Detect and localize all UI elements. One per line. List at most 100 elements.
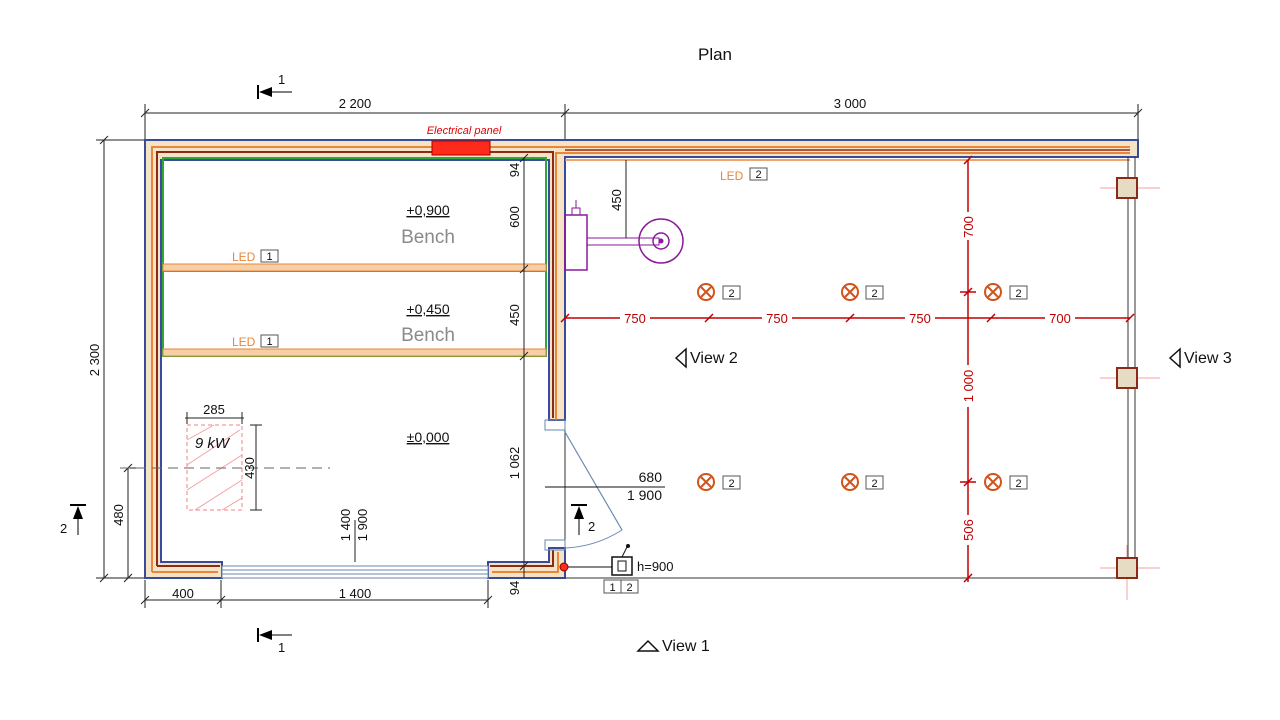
electrical-panel bbox=[431, 140, 491, 156]
bench-upper-label: Bench bbox=[401, 227, 455, 248]
switch-height: h=900 bbox=[637, 559, 674, 574]
bench-lower-label: Bench bbox=[401, 325, 455, 346]
door-height: 1 900 bbox=[627, 487, 662, 503]
dim-red-700-h: 700 bbox=[1049, 311, 1071, 326]
section-marker-1-top bbox=[257, 85, 292, 99]
light-tag-num: 2 bbox=[871, 288, 877, 300]
led-label-lower: LED bbox=[232, 335, 256, 349]
dim-left-480: 480 bbox=[111, 504, 126, 526]
dim-left-total: 2 300 bbox=[87, 344, 102, 377]
red-label-bg-5 bbox=[960, 212, 976, 240]
dim-450: 450 bbox=[507, 304, 522, 326]
light-tag-num: 2 bbox=[871, 478, 877, 490]
ceiling-light bbox=[697, 473, 741, 491]
left-dimension-line bbox=[96, 135, 150, 583]
led-tag-upper-num: 1 bbox=[266, 251, 272, 263]
led-tag-lower bbox=[260, 334, 279, 348]
section-1-bottom-label: 1 bbox=[278, 640, 285, 655]
light-tag-num: 2 bbox=[728, 288, 734, 300]
dim-94-bottom: 94 bbox=[507, 581, 522, 595]
view-2-label: View 2 bbox=[690, 350, 738, 367]
led-tag-terrace-num: 2 bbox=[755, 169, 761, 181]
dim-red-750-b: 750 bbox=[766, 311, 788, 326]
red-label-bg-4 bbox=[1045, 310, 1075, 326]
dim-heater-430: 430 bbox=[242, 457, 257, 479]
led-tag-terrace bbox=[749, 167, 768, 181]
dim-heater-285: 285 bbox=[203, 402, 225, 417]
dim-bottom-1400: 1 400 bbox=[339, 586, 372, 601]
dim-red-506: 506 bbox=[961, 519, 976, 541]
level-middle: +0,450 bbox=[406, 301, 449, 317]
switch-tag-2-num: 2 bbox=[626, 582, 632, 594]
view-1-label: View 1 bbox=[662, 638, 710, 655]
dim-red-1000: 1 000 bbox=[961, 370, 976, 403]
switch-tag-2 bbox=[620, 579, 639, 594]
led-label-terrace: LED bbox=[720, 169, 744, 183]
dim-600: 600 bbox=[507, 206, 522, 228]
dim-top-left: 2 200 bbox=[339, 96, 372, 111]
led-tag-lower-num: 1 bbox=[266, 336, 272, 348]
ceiling-light bbox=[841, 473, 884, 491]
heater-power: 9 kW bbox=[195, 435, 231, 452]
switch-tag-1-num: 1 bbox=[609, 582, 615, 594]
bench-lower bbox=[162, 270, 547, 357]
red-label-bg-3 bbox=[905, 310, 935, 326]
red-label-bg-1 bbox=[620, 310, 650, 326]
view-2-marker bbox=[674, 347, 687, 369]
ceiling-light bbox=[697, 283, 741, 301]
bottom-dimension-line bbox=[140, 580, 493, 608]
section-1-top-label: 1 bbox=[278, 72, 285, 87]
terrace-post bbox=[1100, 367, 1160, 389]
door bbox=[544, 419, 665, 551]
terrace-post bbox=[1100, 545, 1160, 600]
ceiling-light bbox=[841, 283, 884, 301]
section-marker-1-bottom bbox=[257, 628, 292, 642]
light-tag-num: 2 bbox=[1015, 288, 1021, 300]
dim-94-top: 94 bbox=[507, 163, 522, 177]
plan-title: Plan bbox=[698, 45, 732, 64]
led-strip-1-upper bbox=[162, 263, 547, 272]
interior-vertical-dims bbox=[519, 153, 529, 578]
dim-window-1900: 1 900 bbox=[355, 509, 370, 542]
bench-upper bbox=[162, 157, 547, 270]
level-upper: +0,900 bbox=[406, 202, 449, 218]
heater bbox=[120, 424, 330, 511]
light-switch bbox=[559, 544, 633, 576]
view-3-label: View 3 bbox=[1184, 350, 1232, 367]
heater-dims bbox=[185, 412, 262, 511]
red-label-bg-7 bbox=[960, 515, 976, 545]
led-strip-1-lower bbox=[162, 348, 547, 357]
section-marker-2-left bbox=[70, 504, 86, 535]
section-2-left-label: 2 bbox=[60, 521, 67, 536]
dim-shower-450: 450 bbox=[609, 189, 624, 211]
dim-red-700-v: 700 bbox=[961, 216, 976, 238]
light-tag-num: 2 bbox=[728, 478, 734, 490]
sauna-walls bbox=[144, 139, 1139, 579]
dim-red-750-a: 750 bbox=[624, 311, 646, 326]
terrace-post bbox=[1100, 177, 1160, 199]
dim-1062: 1 062 bbox=[507, 447, 522, 480]
level-floor: ±0,000 bbox=[407, 429, 450, 445]
top-dimension-line bbox=[140, 104, 1143, 140]
shower bbox=[564, 160, 684, 271]
view-3-marker bbox=[1168, 347, 1181, 369]
red-label-bg-6 bbox=[960, 365, 976, 407]
light-tag-num: 2 bbox=[1015, 478, 1021, 490]
section-marker-2-center bbox=[571, 504, 587, 535]
led-label-upper: LED bbox=[232, 250, 256, 264]
ceiling-light bbox=[984, 283, 1028, 301]
view-1-marker bbox=[636, 639, 660, 652]
dim-red-750-c: 750 bbox=[909, 311, 931, 326]
terrace-outline bbox=[564, 157, 1136, 579]
door-width: 680 bbox=[639, 469, 663, 485]
dim-window-1400: 1 400 bbox=[338, 509, 353, 542]
electrical-panel-label: Electrical panel bbox=[427, 125, 502, 137]
dim-top-right: 3 000 bbox=[834, 96, 867, 111]
ceiling-light bbox=[984, 473, 1028, 491]
led-tag-upper bbox=[260, 249, 279, 263]
red-label-bg-2 bbox=[762, 310, 792, 326]
dim-bottom-400: 400 bbox=[172, 586, 194, 601]
red-dimension-lines bbox=[560, 155, 1135, 583]
section-2-center-label: 2 bbox=[588, 519, 595, 534]
